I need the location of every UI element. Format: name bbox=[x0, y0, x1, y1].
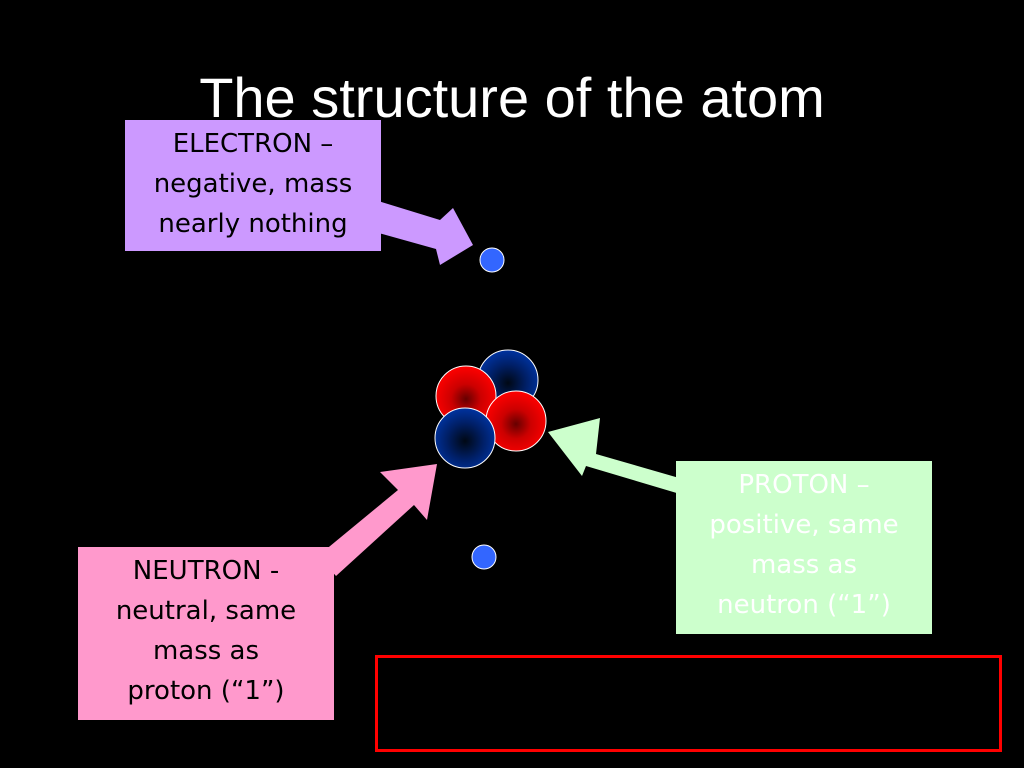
neutron-label-line: NEUTRON - bbox=[132, 556, 280, 586]
proton-label-box: PROTON – positive, same mass as neutron … bbox=[676, 461, 932, 634]
neutron-arrow bbox=[318, 464, 437, 576]
neutron-label-line: mass as bbox=[152, 636, 260, 666]
neutron-label-line: neutral, same bbox=[115, 596, 297, 626]
neutron-particle bbox=[434, 407, 496, 469]
proton-label-line: neutron (“1”) bbox=[717, 590, 891, 620]
electron-particle bbox=[471, 544, 497, 570]
electron-label-box: ELECTRON – negative, mass nearly nothing bbox=[125, 120, 381, 251]
slide-title: The structure of the atom bbox=[199, 66, 825, 129]
neutron-label-line: proton (“1”) bbox=[127, 676, 285, 706]
electron-label-line: nearly nothing bbox=[158, 209, 348, 239]
nucleus bbox=[434, 349, 547, 469]
proton-arrow bbox=[548, 418, 700, 494]
electron-particle bbox=[479, 247, 505, 273]
electron-label-line: negative, mass bbox=[153, 169, 353, 199]
answer-frame bbox=[375, 655, 1002, 752]
proton-label-line: positive, same bbox=[709, 510, 899, 540]
electron-label-line: ELECTRON – bbox=[172, 129, 334, 159]
proton-label-line: PROTON – bbox=[738, 470, 870, 500]
electron-arrow bbox=[375, 200, 473, 265]
proton-label-line: mass as bbox=[750, 550, 858, 580]
neutron-label-box: NEUTRON - neutral, same mass as proton (… bbox=[78, 547, 334, 720]
